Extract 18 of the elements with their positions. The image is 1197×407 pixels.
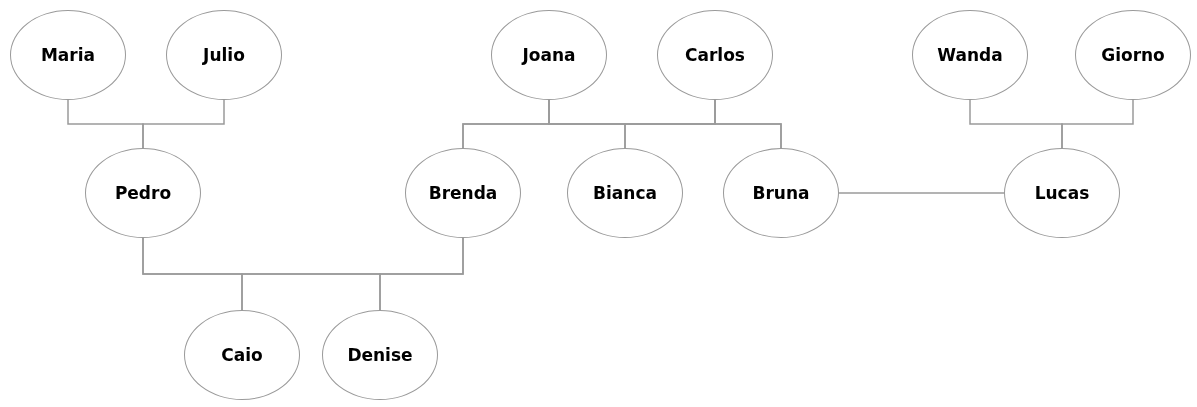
person-name: Maria: [40, 45, 96, 65]
connector-line: [379, 237, 464, 311]
connector-line: [714, 99, 782, 149]
connector-line: [1061, 99, 1134, 149]
person-name: Wanda: [937, 45, 1003, 65]
person-name: Giorno: [1101, 45, 1165, 65]
person-name: Carlos: [685, 45, 745, 65]
person-name: Bruna: [752, 183, 810, 203]
person-name: Brenda: [428, 183, 498, 203]
person-name: Julio: [203, 45, 245, 65]
person-name: Caio: [221, 345, 263, 365]
person-name: Pedro: [114, 183, 172, 203]
connector-line: [142, 99, 225, 149]
person-name: Lucas: [1034, 183, 1090, 203]
connector-line: [838, 192, 1005, 194]
person-name: Denise: [347, 345, 413, 365]
person-name: Bianca: [593, 183, 657, 203]
person-name: Joana: [522, 45, 576, 65]
